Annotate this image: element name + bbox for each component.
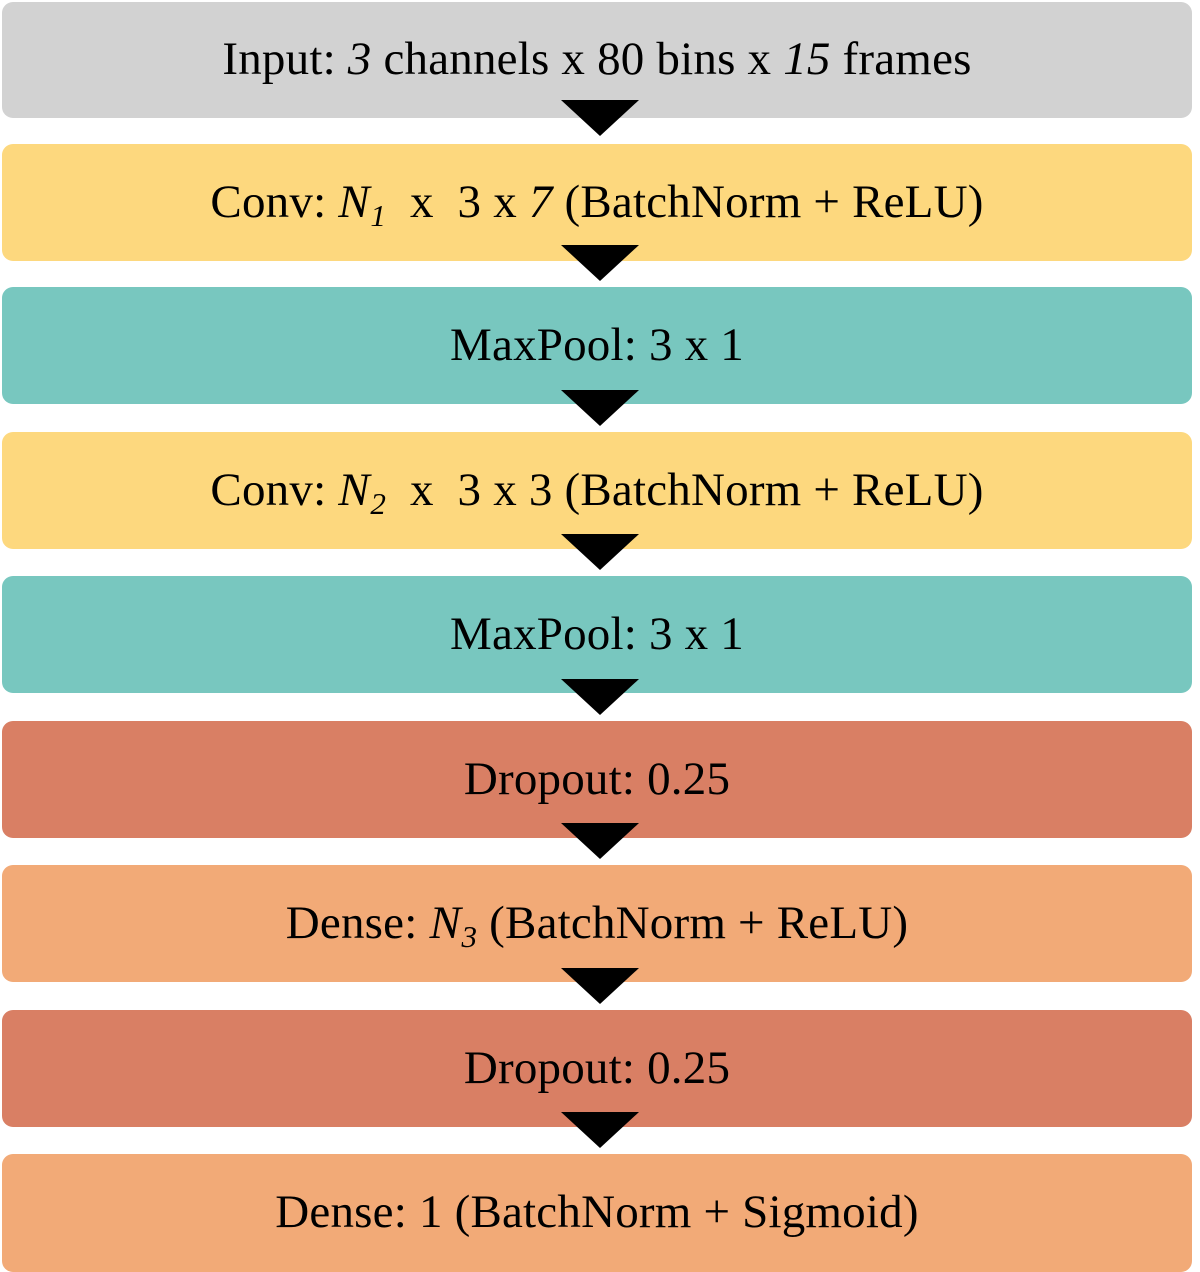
- flow-arrow-dropout2-to-dense2: [561, 1112, 639, 1148]
- layer-label-dropout2: Dropout: 0.25: [463, 1041, 731, 1094]
- layer-label-dense1: Dense: N3 (BatchNorm + ReLU): [285, 896, 909, 955]
- flow-arrow-conv2-to-maxpool2: [561, 534, 639, 570]
- layer-label-conv2: Conv: N2 x 3 x 3 (BatchNorm + ReLU): [210, 463, 984, 522]
- layer-label-maxpool1: MaxPool: 3 x 1: [450, 318, 744, 371]
- flow-arrow-input-to-conv1: [561, 100, 639, 136]
- layer-box-conv2: Conv: N2 x 3 x 3 (BatchNorm + ReLU): [2, 432, 1192, 549]
- flow-arrow-conv1-to-maxpool1: [561, 245, 639, 281]
- flow-arrow-maxpool2-to-dropout1: [561, 679, 639, 715]
- layer-box-maxpool2: MaxPool: 3 x 1: [2, 576, 1192, 693]
- layer-box-input: Input: 3 channels x 80 bins x 15 frames: [2, 2, 1192, 118]
- flow-arrow-dense1-to-dropout2: [561, 968, 639, 1004]
- layer-label-maxpool2: MaxPool: 3 x 1: [450, 607, 744, 660]
- flow-arrow-maxpool1-to-conv2: [561, 390, 639, 426]
- layer-box-dense2: Dense: 1 (BatchNorm + Sigmoid): [2, 1154, 1192, 1272]
- layer-label-dense2: Dense: 1 (BatchNorm + Sigmoid): [275, 1186, 919, 1239]
- layer-label-input: Input: 3 channels x 80 bins x 15 frames: [222, 33, 972, 86]
- layer-label-conv1: Conv: N1 x 3 x 7 (BatchNorm + ReLU): [210, 175, 984, 234]
- flow-arrow-dropout1-to-dense1: [561, 823, 639, 859]
- layer-box-dropout1: Dropout: 0.25: [2, 721, 1192, 838]
- layer-label-dropout1: Dropout: 0.25: [463, 752, 731, 805]
- layer-box-conv1: Conv: N1 x 3 x 7 (BatchNorm + ReLU): [2, 144, 1192, 261]
- layer-box-dense1: Dense: N3 (BatchNorm + ReLU): [2, 865, 1192, 982]
- layer-box-dropout2: Dropout: 0.25: [2, 1010, 1192, 1127]
- layer-box-maxpool1: MaxPool: 3 x 1: [2, 287, 1192, 404]
